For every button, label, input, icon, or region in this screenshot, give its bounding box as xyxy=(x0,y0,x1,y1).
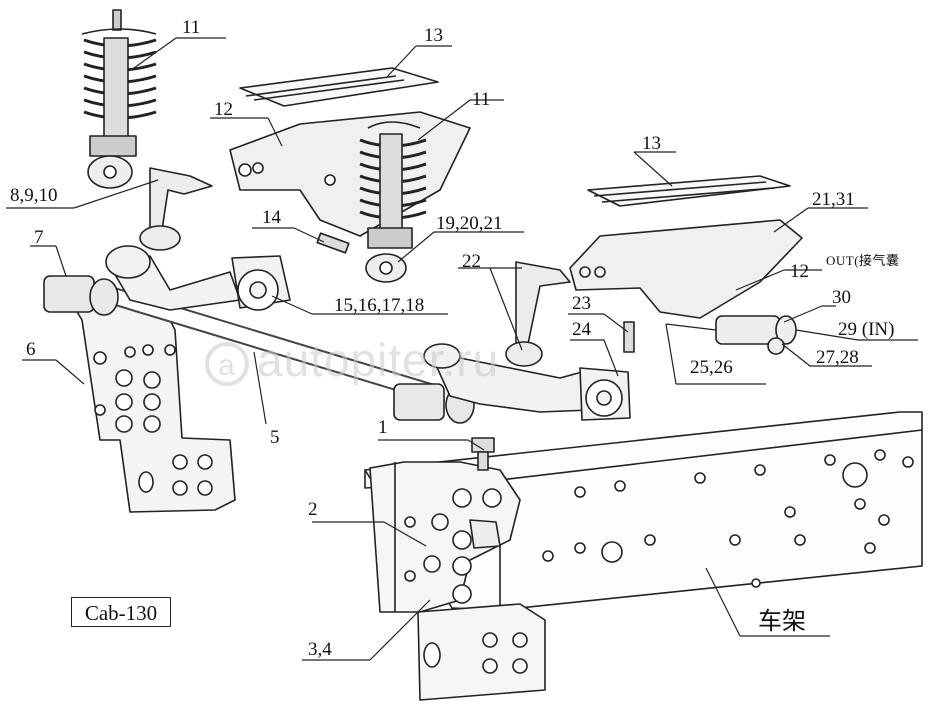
callout-6: 6 xyxy=(26,339,36,360)
left-bracket-drawing xyxy=(69,299,236,513)
callout-30: 30 xyxy=(832,287,851,308)
watermark-text: autopiter.ru xyxy=(257,334,500,386)
callout-22: 22 xyxy=(462,251,481,272)
frame-rail-drawing xyxy=(364,411,923,611)
part-14-drawing xyxy=(316,232,350,254)
watermark-badge: a xyxy=(205,341,249,386)
leader-lines xyxy=(6,37,918,661)
callout-25-26: 25,26 xyxy=(690,357,733,378)
callout-11-middle: 11 xyxy=(472,89,491,110)
callout-8-9-10: 8,9,10 xyxy=(10,185,58,206)
callout-15-16-17-18: 15,16,17,18 xyxy=(334,295,425,316)
callout-13-top: 13 xyxy=(424,25,443,46)
torsion-bar-drawing xyxy=(97,283,433,401)
callout-13-right: 13 xyxy=(642,133,661,154)
callout-19-20-21: 19,20,21 xyxy=(436,213,503,234)
callout-frame: 车架 xyxy=(758,609,806,635)
callout-11-left: 11 xyxy=(182,17,201,38)
diagram-code-label: Cab-130 xyxy=(71,597,171,627)
callout-7: 7 xyxy=(34,227,44,248)
callout-27-28: 27,28 xyxy=(816,347,859,368)
callout-21-31: 21,31 xyxy=(812,189,855,210)
callout-2: 2 xyxy=(308,499,318,520)
part-23-drawing xyxy=(623,321,635,353)
callout-12-right: 12 xyxy=(790,261,809,282)
upper-plate-drawing xyxy=(239,67,439,107)
callout-out: OUT(接气囊 xyxy=(826,253,900,268)
part-8-9-10-drawing xyxy=(139,167,213,251)
callout-3-4: 3,4 xyxy=(308,639,332,660)
callout-12-left: 12 xyxy=(214,99,233,120)
part-22-drawing xyxy=(505,261,571,367)
callout-14: 14 xyxy=(262,207,281,228)
right-bracket-drawing xyxy=(369,461,546,701)
middle-shock-drawing xyxy=(359,121,427,283)
height-valve-drawing xyxy=(715,315,797,355)
left-arm-drawing xyxy=(105,245,291,311)
right-plate-drawing xyxy=(587,175,791,207)
bushing-drawing xyxy=(43,275,475,424)
right-cab-mount-drawing xyxy=(569,219,803,319)
right-arm-drawing xyxy=(423,343,631,421)
callout-24: 24 xyxy=(572,319,591,340)
callout-29-in: 29 (IN) xyxy=(838,319,895,340)
left-shock-drawing xyxy=(81,9,157,189)
callout-1: 1 xyxy=(378,417,388,438)
callout-23: 23 xyxy=(572,293,591,314)
part-1-drawing xyxy=(471,437,495,471)
callout-5: 5 xyxy=(270,427,280,448)
